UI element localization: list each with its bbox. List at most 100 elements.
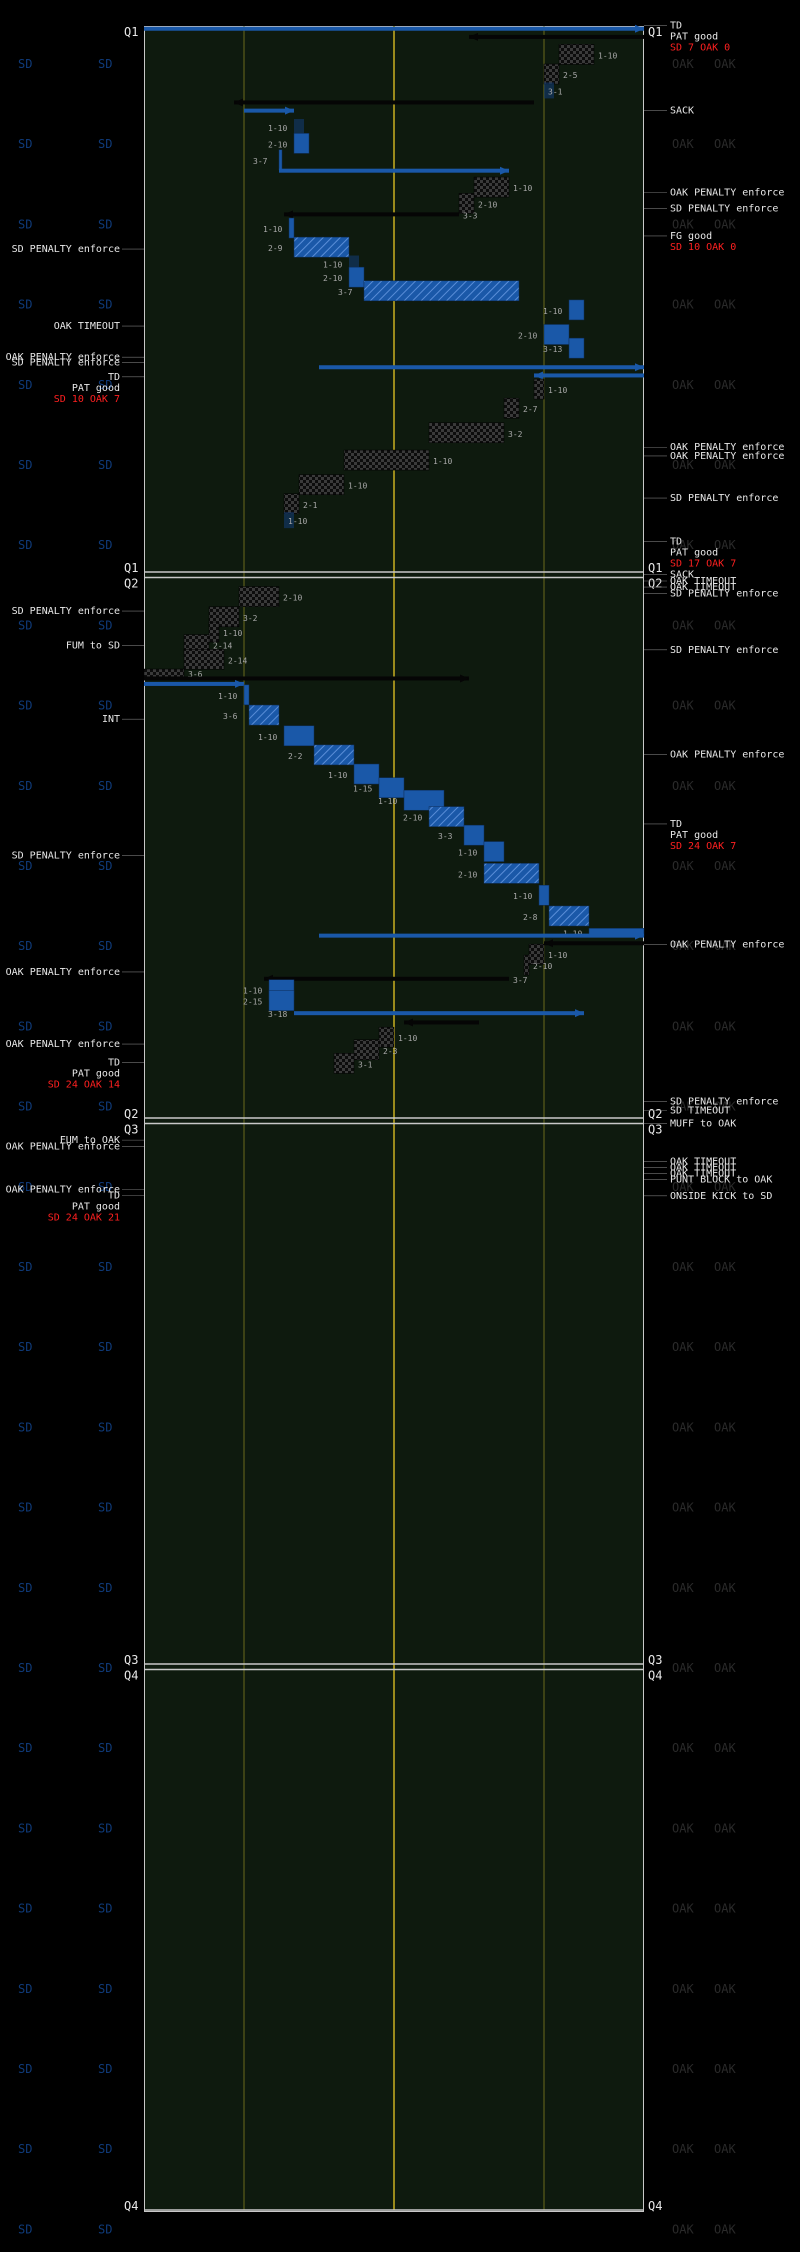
watermark-sd: SD — [18, 1180, 32, 1194]
kick-arrow — [635, 24, 644, 33]
play-bar — [348, 266, 365, 288]
down-distance-label: 2-10 — [518, 331, 537, 340]
kick-arrow — [469, 32, 478, 41]
watermark-oak: OAK — [672, 1100, 694, 1114]
event-annotation-left: FUM to SD — [66, 640, 120, 651]
watermark-sd: SD — [98, 298, 112, 312]
down-distance-label: 1-10 — [288, 517, 307, 526]
watermark-oak: OAK — [714, 1180, 736, 1194]
event-annotation-right: SD 17 OAK 7 — [670, 559, 736, 570]
down-distance-label: 1-10 — [398, 1034, 417, 1043]
down-distance-label: 1-10 — [258, 733, 277, 742]
kick-arrow — [285, 106, 294, 115]
quarter-label-end-left: Q2 — [124, 1107, 138, 1121]
watermark-sd: SD — [18, 1019, 32, 1033]
down-distance-label: 2-10 — [283, 594, 302, 603]
watermark-oak: OAK — [714, 538, 736, 552]
down-distance-label: 3-2 — [243, 614, 258, 623]
watermark-oak: OAK — [672, 217, 694, 231]
down-distance-label: 2-10 — [323, 274, 342, 283]
event-annotation-left: SD PENALTY enforce — [12, 851, 120, 862]
down-distance-label: 2-10 — [478, 200, 497, 209]
watermark-sd: SD — [18, 458, 32, 472]
event-annotation-left: TD — [108, 372, 120, 383]
kick-bar — [244, 108, 294, 113]
down-distance-label: 1-10 — [513, 184, 532, 193]
down-distance-label: 3-3 — [438, 832, 453, 841]
watermark-sd: SD — [98, 859, 112, 873]
watermark-oak: OAK — [672, 1902, 694, 1916]
play-bar — [238, 586, 280, 607]
event-annotation-right: SD PENALTY enforce — [670, 1096, 778, 1107]
play-bar — [528, 943, 545, 965]
down-distance-label: 2-10 — [268, 140, 287, 149]
down-distance-label: 1-10 — [378, 797, 397, 806]
play-bar — [283, 493, 300, 514]
down-distance-label: 1-10 — [323, 261, 342, 270]
play-bar — [428, 806, 465, 827]
watermark-sd: SD — [18, 2222, 32, 2236]
kick-arrow — [635, 363, 644, 372]
event-annotation-right: ONSIDE KICK to SD — [670, 1191, 772, 1202]
watermark-oak: OAK — [714, 859, 736, 873]
watermark-oak: OAK — [714, 779, 736, 793]
watermark-sd: SD — [98, 57, 112, 71]
event-annotation-right: FG good — [670, 231, 712, 242]
event-annotation-right: SD 24 OAK 7 — [670, 841, 736, 852]
down-distance-label: 1-10 — [458, 849, 477, 858]
event-annotation-right: SD 7 OAK 0 — [670, 43, 730, 54]
down-distance-label: 1-10 — [513, 892, 532, 901]
play-bar — [543, 324, 570, 345]
watermark-sd: SD — [18, 57, 32, 71]
event-annotation-left: SD PENALTY enforce — [12, 358, 120, 369]
down-distance-label: 1-10 — [548, 386, 567, 395]
event-annotation-left: TD — [108, 1190, 120, 1201]
kick-bar — [544, 941, 644, 946]
watermark-sd: SD — [18, 217, 32, 231]
watermark-sd: SD — [98, 1581, 112, 1595]
event-annotation-right: TD — [670, 537, 682, 548]
watermark-sd: SD — [98, 2062, 112, 2076]
event-annotation-right: PUNT BLOCK to OAK — [670, 1174, 772, 1185]
play-bar — [278, 149, 283, 171]
kick-bar — [279, 168, 509, 173]
play-bar — [378, 1026, 395, 1048]
kick-arrow — [500, 166, 509, 175]
kick-arrow — [235, 679, 244, 688]
watermark-oak: OAK — [714, 2062, 736, 2076]
play-bar — [568, 299, 585, 321]
watermark-sd: SD — [98, 217, 112, 231]
down-distance-label: 3-18 — [268, 1010, 287, 1019]
event-annotation-left: PAT good — [72, 1201, 120, 1212]
event-annotation-left: PAT good — [72, 1069, 120, 1080]
quarter-label-start-left: Q2 — [124, 576, 138, 590]
watermark-sd: SD — [98, 2142, 112, 2156]
watermark-sd: SD — [98, 779, 112, 793]
watermark-sd: SD — [18, 1661, 32, 1675]
event-annotation-right: SD PENALTY enforce — [670, 493, 778, 504]
watermark-sd: SD — [98, 1501, 112, 1515]
watermark-oak: OAK — [672, 378, 694, 392]
down-distance-label: 2-15 — [243, 998, 262, 1007]
play-bar — [143, 668, 185, 678]
watermark-oak: OAK — [672, 859, 694, 873]
event-annotation-left: SD 24 OAK 14 — [48, 1080, 120, 1091]
watermark-oak: OAK — [672, 618, 694, 632]
watermark-oak: OAK — [672, 1180, 694, 1194]
watermark-sd: SD — [18, 939, 32, 953]
watermark-sd: SD — [98, 1260, 112, 1274]
play-bar — [538, 884, 550, 906]
watermark-sd: SD — [98, 1982, 112, 1996]
watermark-oak: OAK — [714, 1260, 736, 1274]
down-distance-label: 2-7 — [523, 405, 538, 414]
kick-bar — [284, 212, 459, 217]
watermark-sd: SD — [18, 2062, 32, 2076]
event-annotation-right: PAT good — [670, 32, 718, 43]
kick-arrow — [575, 1009, 584, 1018]
watermark-oak: OAK — [672, 458, 694, 472]
event-annotation-right: PAT good — [670, 830, 718, 841]
event-annotation-right: OAK TIMEOUT — [670, 1168, 736, 1179]
watermark-sd: SD — [98, 1821, 112, 1835]
watermark-sd: SD — [18, 1821, 32, 1835]
event-annotation-left: SD PENALTY enforce — [12, 244, 120, 255]
